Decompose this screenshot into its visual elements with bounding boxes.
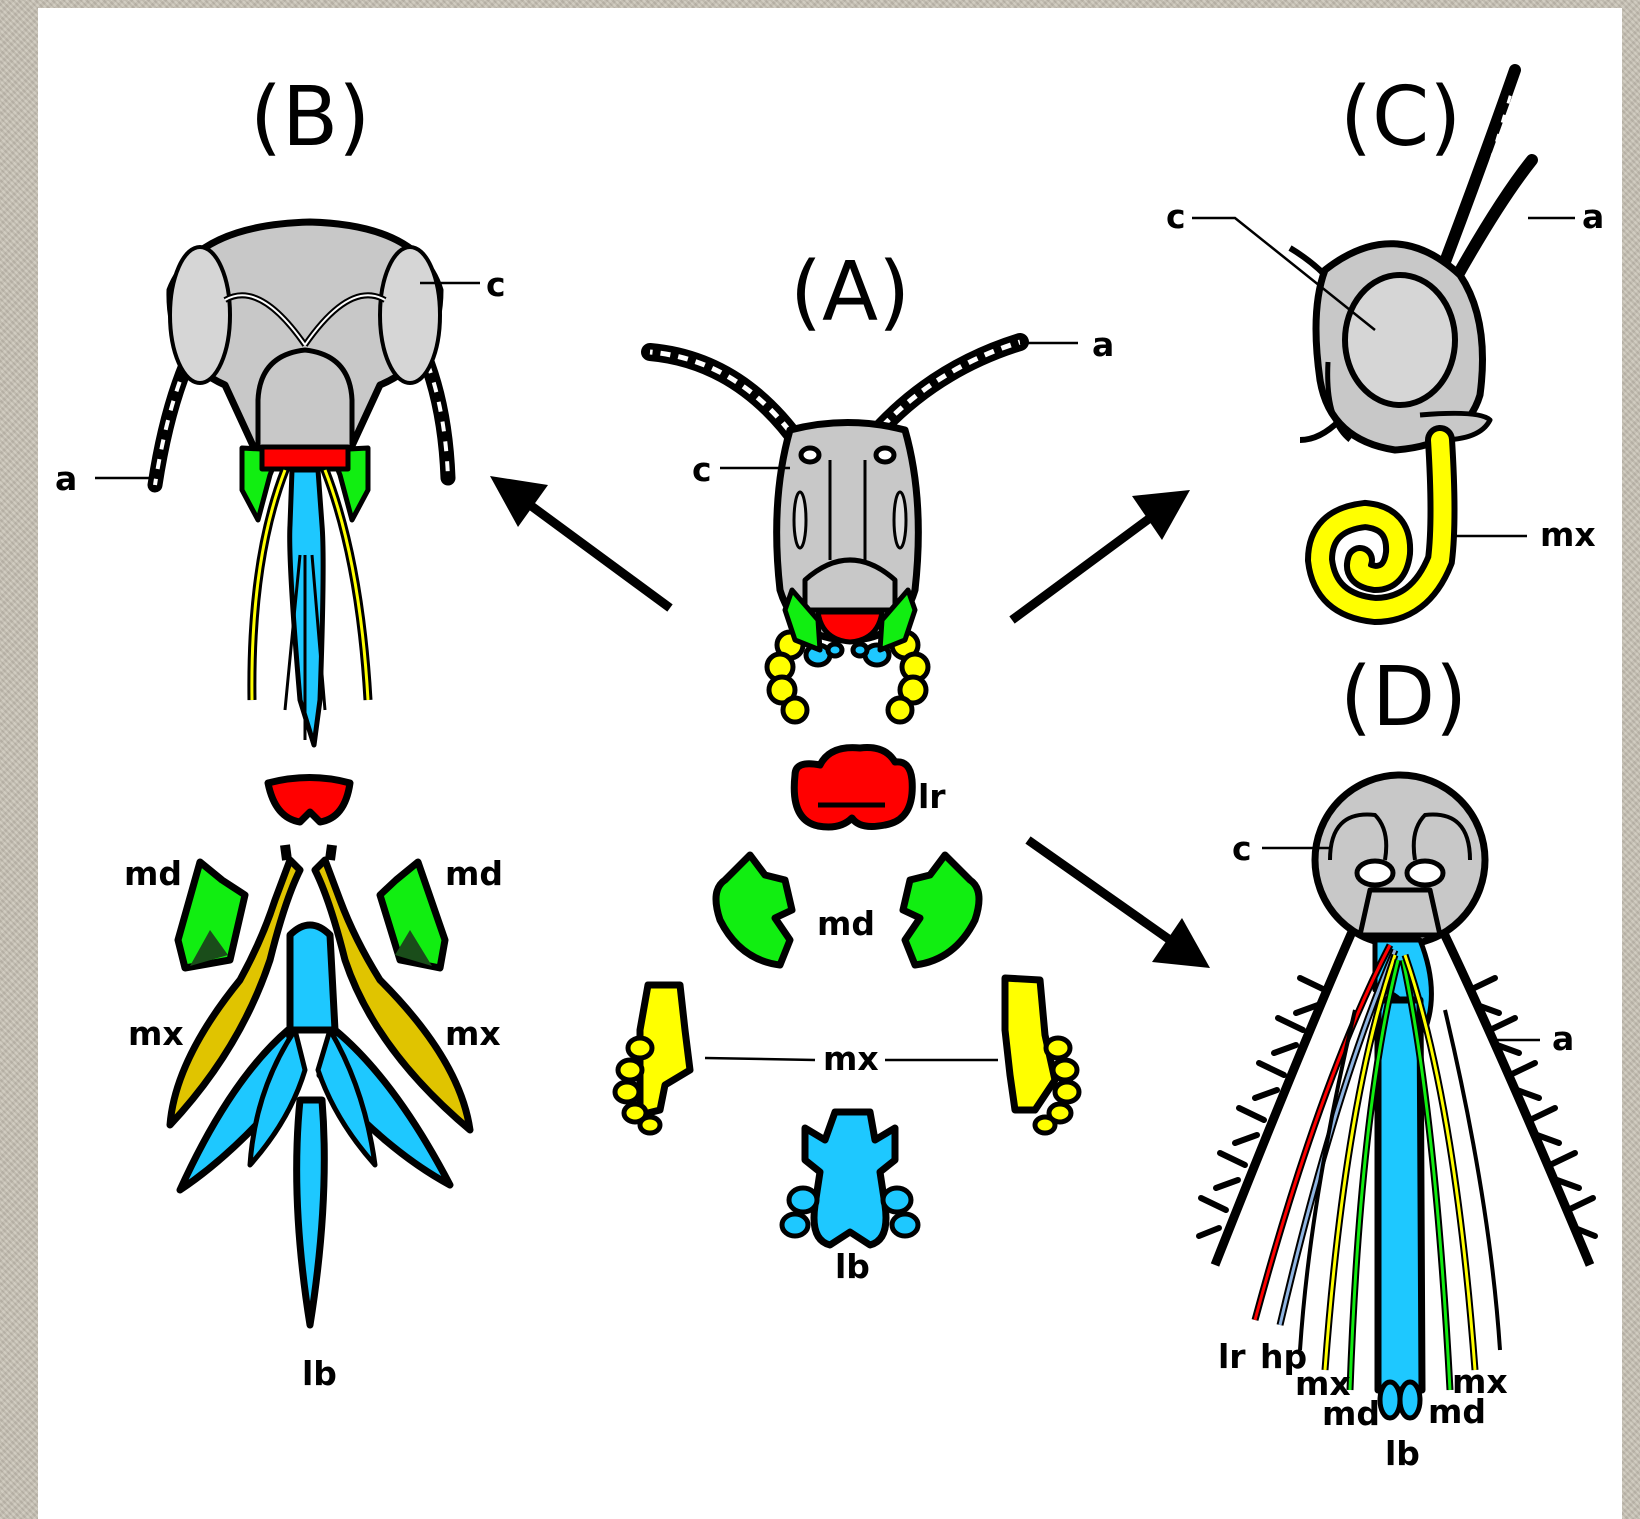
- label-d-mandible-left: md: [1322, 1394, 1380, 1433]
- label-d-labium: lb: [1385, 1434, 1420, 1473]
- label-a-labium: lb: [835, 1247, 870, 1286]
- insect-mouthparts-diagram: (A): [38, 8, 1622, 1519]
- label-c-maxilla: mx: [1540, 515, 1596, 554]
- label-b-antenna: a: [55, 459, 77, 498]
- clypeus: [805, 560, 895, 610]
- mandible-exploded-left: [716, 855, 792, 965]
- panel-a: (A): [615, 245, 1114, 1286]
- labium-exploded: [805, 1112, 895, 1245]
- label-a-maxilla: mx: [823, 1039, 879, 1078]
- panel-c: (C) c a mx: [1166, 70, 1604, 610]
- label-b-maxilla-right: mx: [445, 1014, 501, 1053]
- diagram-panel: (A): [38, 8, 1622, 1519]
- antenna-left: [650, 352, 800, 445]
- panel-c-title: (C): [1340, 70, 1461, 165]
- antennal-socket-left: [801, 448, 819, 462]
- labium-sheath-d: [1378, 1000, 1422, 1390]
- mandible-exploded-right: [903, 855, 979, 965]
- panel-b: (B) c a md m: [55, 70, 506, 1393]
- clypeus-b: [258, 350, 352, 450]
- label-d-antenna: a: [1552, 1019, 1574, 1058]
- label-d-head: c: [1232, 829, 1252, 868]
- labrum-exploded-b: [268, 778, 350, 823]
- compound-eye-b-left: [170, 247, 230, 383]
- arrow-to-c: [1132, 490, 1190, 540]
- labrum-exploded: [794, 748, 912, 827]
- arrow-to-d: [1152, 918, 1210, 968]
- labium-prementum-b: [290, 925, 335, 1030]
- compound-eye-c: [1345, 275, 1455, 405]
- label-a-mandible: md: [817, 904, 875, 943]
- arrow-to-b: [490, 476, 548, 527]
- label-b-mandible-left: md: [124, 854, 182, 893]
- compound-eye-b-right: [380, 247, 440, 383]
- label-d-mandible-right: md: [1428, 1392, 1486, 1431]
- label-c-antenna: a: [1582, 197, 1604, 236]
- label-c-head: c: [1166, 197, 1186, 236]
- label-a-labrum: lr: [918, 777, 946, 816]
- panel-d-title: (D): [1340, 650, 1467, 745]
- labrum-on-head-b: [262, 447, 348, 469]
- label-a-head: c: [692, 450, 712, 489]
- glossa-b-exploded: [297, 1100, 325, 1325]
- panel-b-title: (B): [250, 70, 370, 165]
- label-b-maxilla-left: mx: [128, 1014, 184, 1053]
- label-b-labium: lb: [302, 1354, 337, 1393]
- maxillary-palps: [767, 632, 928, 722]
- proboscis-coil: [1320, 440, 1443, 610]
- label-d-labrum: lr: [1218, 1337, 1246, 1376]
- label-b-head: c: [486, 265, 506, 304]
- panel-d: (D): [1199, 650, 1595, 1473]
- label-b-mandible-right: md: [445, 854, 503, 893]
- panel-a-title: (A): [790, 245, 910, 340]
- antennal-socket-right: [876, 448, 894, 462]
- label-a-antenna: a: [1092, 325, 1114, 364]
